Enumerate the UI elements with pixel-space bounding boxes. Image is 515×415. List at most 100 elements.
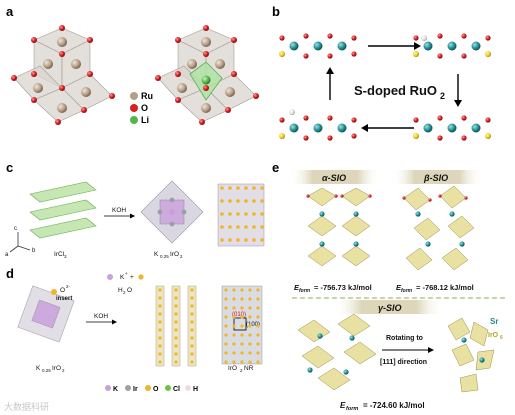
oxygen-atom bbox=[203, 25, 209, 31]
legend-label: Ru bbox=[141, 91, 153, 101]
sr-atom bbox=[459, 241, 465, 247]
k-ion bbox=[107, 274, 113, 280]
o-atom bbox=[240, 306, 244, 310]
sr-atom bbox=[317, 333, 323, 339]
legend-swatch bbox=[165, 385, 171, 391]
o-atom bbox=[240, 315, 244, 319]
panel-c: c c b a IrCl 3 KOH K 0.25 IrO 2 bbox=[5, 160, 265, 259]
ruthenium-atom bbox=[201, 37, 211, 47]
o-atom bbox=[174, 344, 178, 348]
hydrogen-atom bbox=[421, 35, 427, 41]
oxygen-atom bbox=[109, 93, 115, 99]
alpha-e-sub: form bbox=[299, 288, 311, 294]
o-atom bbox=[256, 333, 260, 337]
o-atom bbox=[232, 360, 236, 364]
ruthenium-atom bbox=[215, 59, 225, 69]
o-atom bbox=[236, 238, 240, 242]
alpha-energy: = -756.73 kJ/mol bbox=[314, 283, 372, 292]
sr-label: Sr bbox=[490, 317, 498, 326]
o-atom bbox=[351, 117, 357, 123]
k025iro2-caption-d: K bbox=[36, 365, 41, 372]
panel-b-label: b bbox=[272, 4, 280, 19]
o-atom bbox=[224, 351, 228, 355]
k025iro2-caption-c-tail: IrO bbox=[170, 251, 179, 258]
o-atom bbox=[232, 342, 236, 346]
sr-atom bbox=[349, 335, 355, 341]
o-atom bbox=[220, 199, 224, 203]
sulfur-atom bbox=[413, 51, 419, 57]
o-atom bbox=[437, 135, 443, 141]
axis-c-label: c bbox=[14, 226, 17, 232]
o-atom bbox=[190, 336, 194, 340]
k025iro2-insert-structure bbox=[17, 285, 75, 343]
oxygen-atom bbox=[31, 71, 37, 77]
o-atom bbox=[256, 315, 260, 319]
o-atom bbox=[224, 324, 228, 328]
ruthenium-atom bbox=[187, 59, 197, 69]
sr-atom bbox=[353, 211, 359, 217]
o-atom bbox=[438, 194, 442, 198]
ruthenium-atom bbox=[81, 87, 91, 97]
o-atom bbox=[244, 225, 248, 229]
legend-swatch bbox=[125, 385, 131, 391]
legend-swatch bbox=[130, 92, 138, 100]
o-atom bbox=[158, 336, 162, 340]
o-atom bbox=[224, 315, 228, 319]
o-atom bbox=[244, 212, 248, 216]
iro2nr-caption-sub: 2 bbox=[240, 368, 243, 373]
oxygen-atom bbox=[175, 71, 181, 77]
o-atom bbox=[368, 194, 372, 198]
o-atom bbox=[248, 315, 252, 319]
koh-label-d: KOH bbox=[94, 313, 108, 320]
o-atom bbox=[327, 53, 333, 59]
ruthenium-atom bbox=[71, 59, 81, 69]
o-atom bbox=[224, 342, 228, 346]
k025iro2-caption-c-tail-sub: 2 bbox=[180, 254, 183, 259]
water-label: H bbox=[118, 287, 123, 294]
beta-e-label: E bbox=[396, 283, 402, 292]
o-atom bbox=[279, 117, 285, 123]
o-atom bbox=[158, 312, 162, 316]
o-atom bbox=[413, 117, 419, 123]
o-atom bbox=[190, 320, 194, 324]
legend-label: Li bbox=[141, 115, 149, 125]
o-atom bbox=[240, 342, 244, 346]
sulfur-atom bbox=[279, 51, 285, 57]
o-atom bbox=[220, 225, 224, 229]
o-atom bbox=[190, 344, 194, 348]
cycle-arrows bbox=[329, 45, 459, 129]
o-atom bbox=[174, 320, 178, 324]
o-atom bbox=[461, 33, 467, 39]
beta-structure bbox=[403, 185, 475, 271]
gamma-e-sub: form bbox=[346, 406, 358, 412]
insert-label: insert bbox=[56, 296, 72, 302]
o-atom bbox=[158, 304, 162, 308]
ru-atom bbox=[289, 41, 299, 51]
o-atom bbox=[327, 135, 333, 141]
sr-atom bbox=[307, 367, 313, 373]
k025iro2-caption-c: K bbox=[154, 251, 159, 258]
o-atom bbox=[248, 288, 252, 292]
o-atom bbox=[240, 324, 244, 328]
ircl3-caption: IrCl bbox=[54, 251, 65, 258]
panel-e: e α-SIO E form = -756.73 kJ/mol β-SIO E … bbox=[272, 160, 506, 412]
ruthenium-atom bbox=[43, 59, 53, 69]
o-atom bbox=[190, 312, 194, 316]
ruthenium-atom bbox=[57, 37, 67, 47]
oxygen-atom bbox=[11, 75, 17, 81]
gamma-e-label: E bbox=[340, 401, 346, 410]
o-atom bbox=[248, 306, 252, 310]
panel-d-label: d bbox=[6, 266, 14, 281]
o-atom bbox=[158, 296, 162, 300]
ircl3-caption-sub: 3 bbox=[64, 254, 67, 259]
o-atom bbox=[190, 304, 194, 308]
rotate-line-1: Rotating to bbox=[386, 335, 423, 342]
iro2-nanoribbons bbox=[155, 285, 197, 367]
o-ion bbox=[51, 289, 57, 295]
o-atom bbox=[228, 238, 232, 242]
o-atom bbox=[236, 212, 240, 216]
o-atom bbox=[461, 135, 467, 141]
o-atom bbox=[174, 352, 178, 356]
o-atom bbox=[220, 186, 224, 190]
